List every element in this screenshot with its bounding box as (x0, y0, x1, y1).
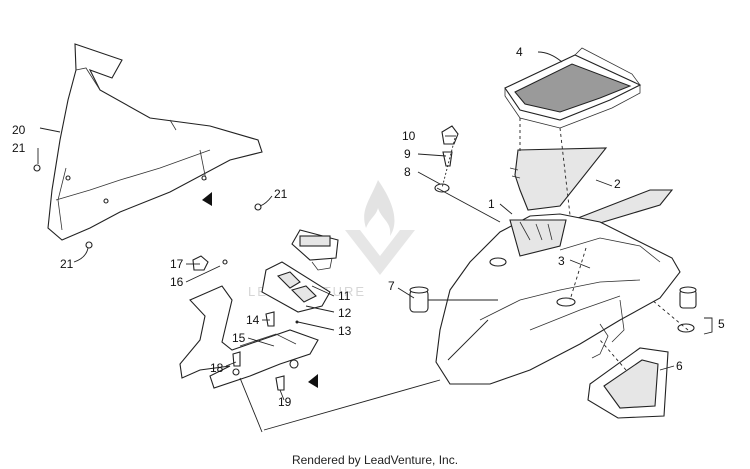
arrow-icon (202, 192, 212, 206)
footer-credit: Rendered by LeadVenture, Inc. (291, 453, 459, 467)
callout-13: 13 (338, 324, 352, 338)
sensor-part (409, 286, 429, 313)
lower-cover-part (587, 347, 669, 419)
hood-part (435, 213, 681, 385)
callout-16: 16 (170, 275, 184, 289)
callout-8: 8 (404, 165, 411, 179)
leader-lines (37, 51, 713, 433)
callout-18: 18 (210, 361, 224, 375)
mesh-grille-part (504, 47, 642, 129)
mount-bracket-part (179, 285, 319, 389)
callout-5: 5 (718, 317, 725, 331)
callout-3: 3 (558, 254, 565, 268)
callout-15: 15 (232, 331, 246, 345)
callout-14: 14 (246, 313, 260, 327)
callout-10: 10 (402, 129, 416, 143)
leadventure-watermark (345, 180, 415, 275)
windshield-part (47, 43, 263, 241)
side-panel-part (509, 147, 674, 227)
callout-7: 7 (388, 279, 395, 293)
callout-19: 19 (278, 395, 292, 409)
callout-6: 6 (676, 359, 683, 373)
callout-12: 12 (338, 306, 352, 320)
callout-2: 2 (614, 177, 621, 191)
callout-4: 4 (516, 45, 523, 59)
fuel-cap-part (677, 286, 697, 333)
callout-21b: 21 (60, 257, 74, 271)
callout-21c: 21 (274, 187, 288, 201)
callout-11: 11 (338, 289, 351, 303)
callout-1: 1 (488, 197, 495, 211)
screw-21-part (33, 164, 262, 249)
callout-20: 20 (12, 123, 26, 137)
gauge-part (291, 229, 339, 271)
callout-21a: 21 (12, 141, 26, 155)
callout-17: 17 (170, 257, 184, 271)
arrow-icon (308, 374, 318, 388)
bracket-12-part (261, 261, 331, 313)
callout-9: 9 (404, 147, 411, 161)
